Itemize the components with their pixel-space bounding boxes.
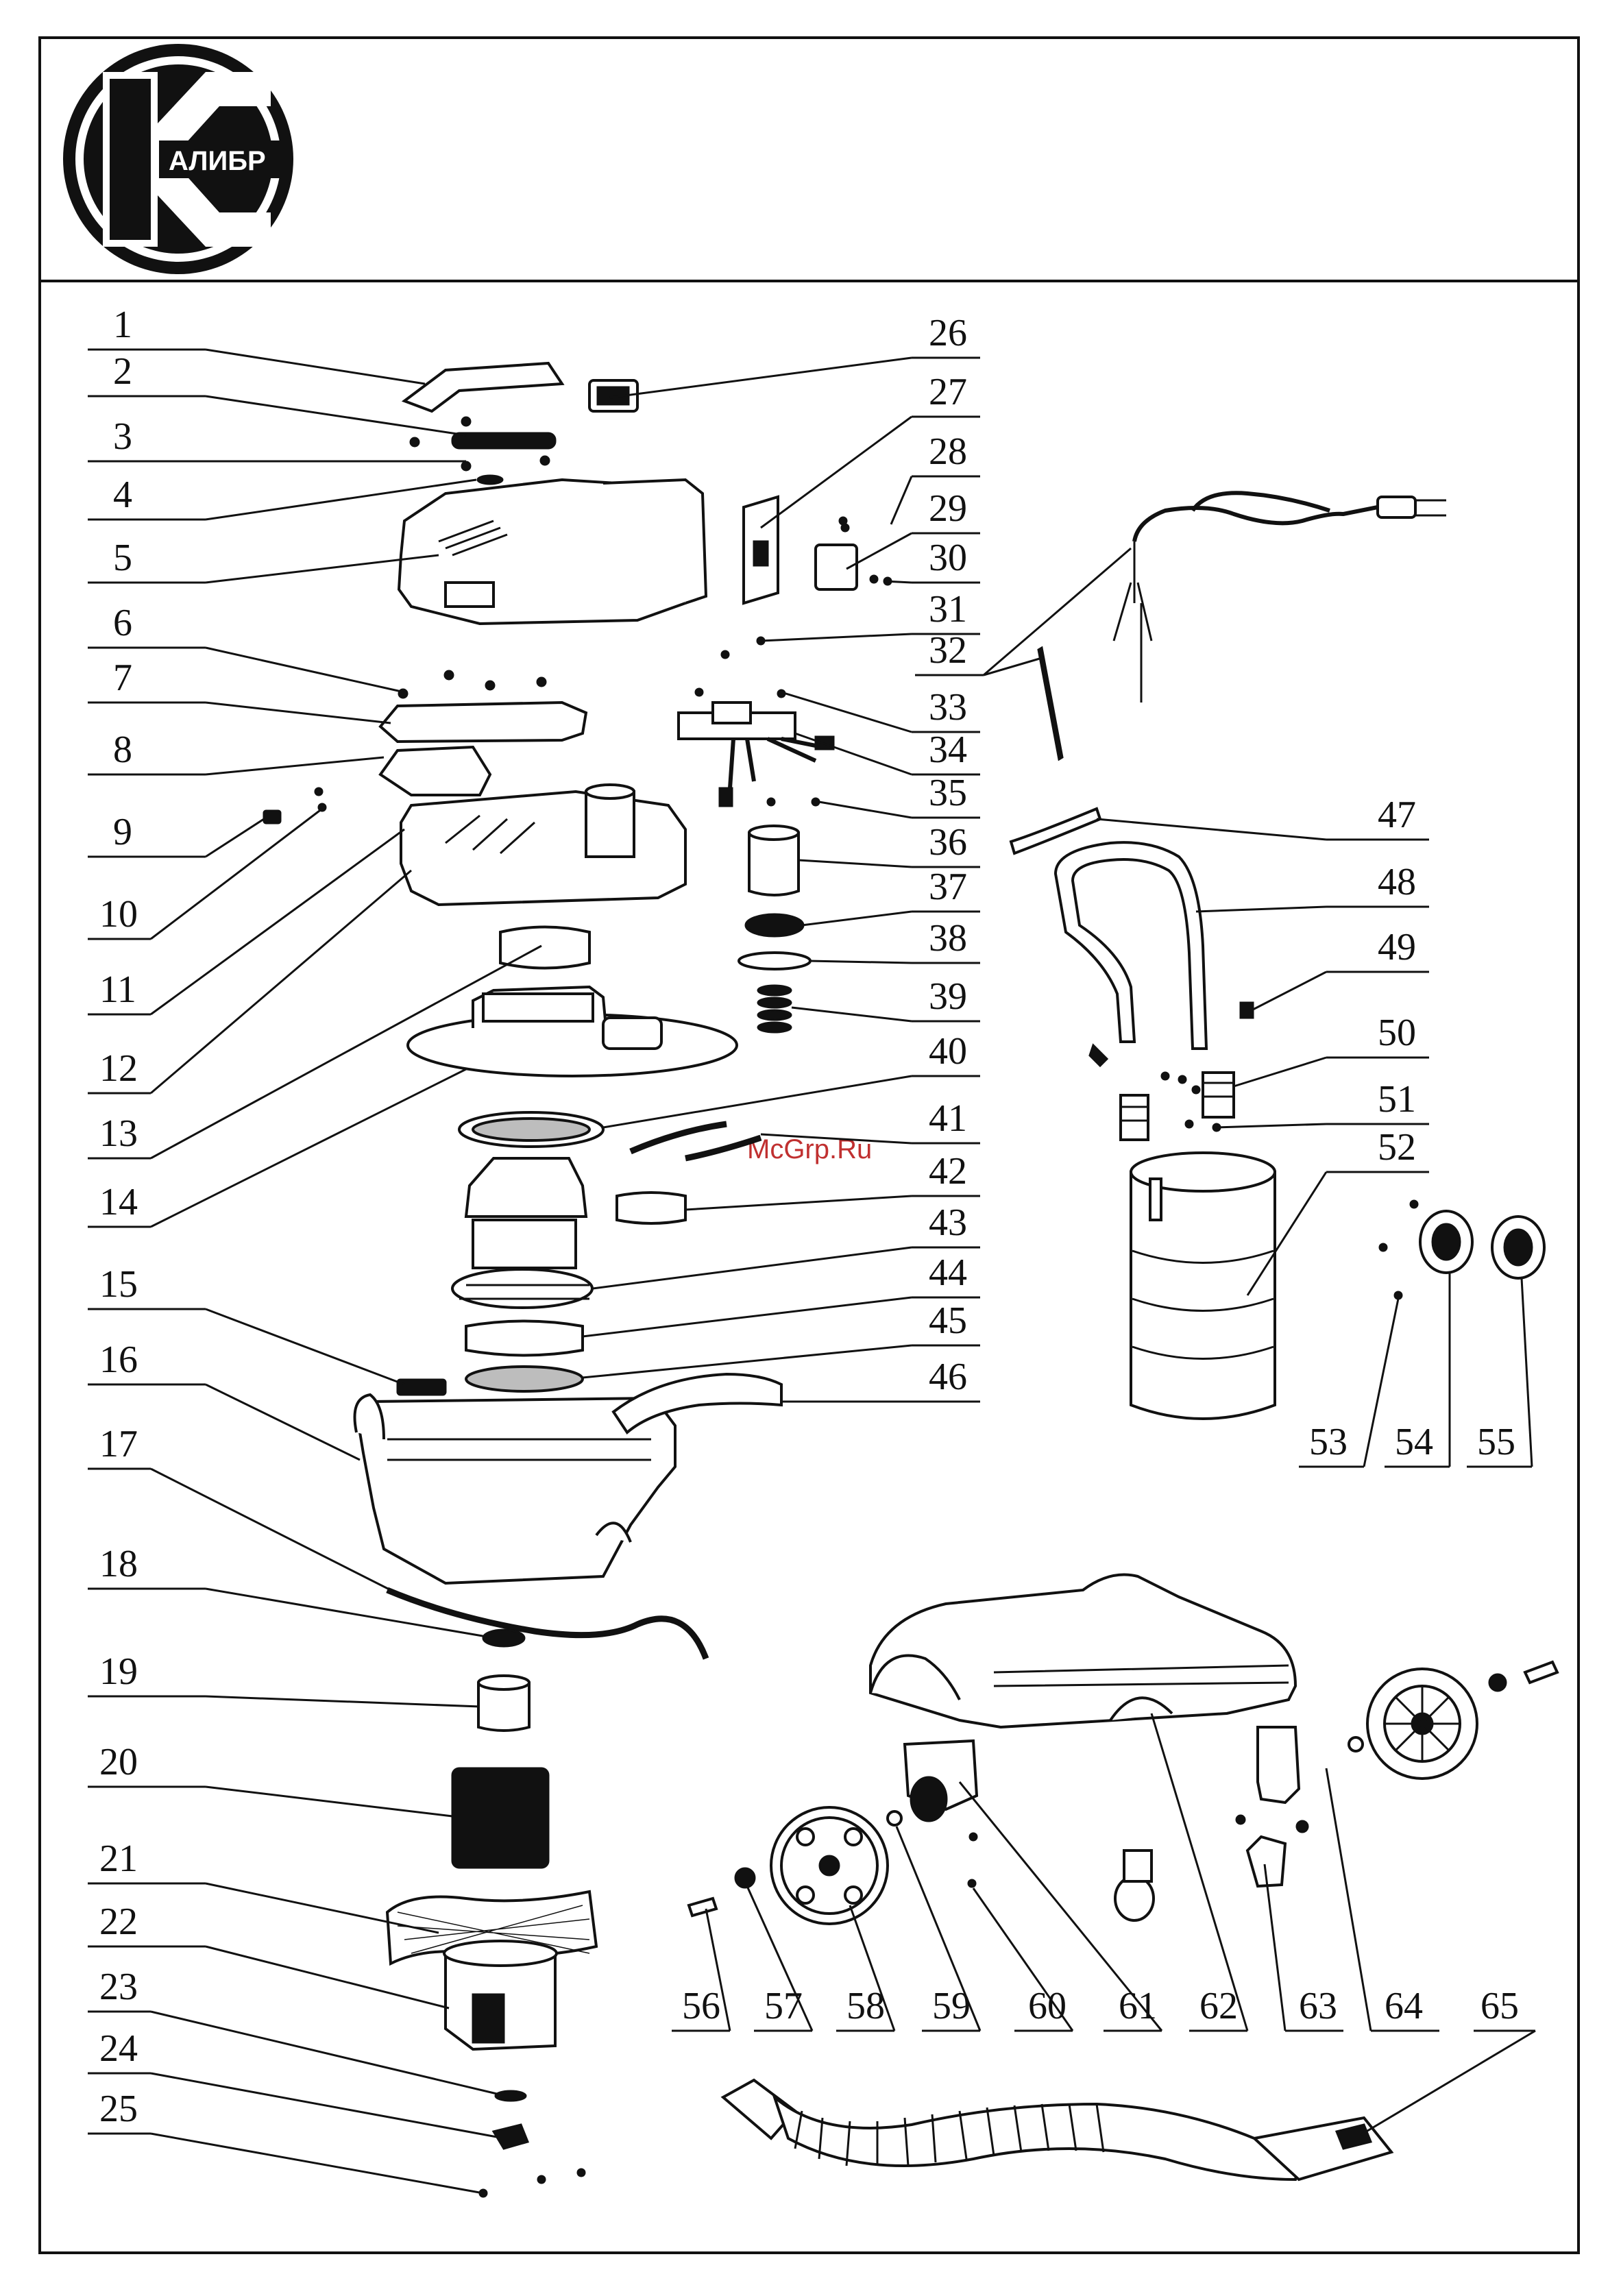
callout-41: 41 <box>929 1097 967 1140</box>
callout-26: 26 <box>929 312 967 354</box>
callout-1: 1 <box>113 304 132 346</box>
callout-65: 65 <box>1480 1985 1519 2027</box>
callout-60: 60 <box>1028 1985 1067 2027</box>
callout-54: 54 <box>1395 1421 1433 1463</box>
callout-58: 58 <box>846 1985 885 2027</box>
callout-32: 32 <box>929 629 967 672</box>
callout-14: 14 <box>99 1181 138 1223</box>
callout-55: 55 <box>1477 1421 1515 1463</box>
callout-10: 10 <box>99 893 138 936</box>
callout-13: 13 <box>99 1112 138 1155</box>
callout-48: 48 <box>1378 861 1416 903</box>
callout-38: 38 <box>929 917 967 960</box>
callout-33: 33 <box>929 686 967 729</box>
parts-bottom-right <box>689 1575 1557 2180</box>
callout-46: 46 <box>929 1356 967 1398</box>
callout-62: 62 <box>1199 1985 1238 2027</box>
callout-35: 35 <box>929 772 967 814</box>
callout-24: 24 <box>99 2027 138 2070</box>
callout-47: 47 <box>1378 794 1416 836</box>
callout-49: 49 <box>1378 926 1416 968</box>
callout-15: 15 <box>99 1263 138 1306</box>
callout-2: 2 <box>113 350 132 393</box>
callout-56: 56 <box>682 1985 720 2027</box>
callout-21: 21 <box>99 1837 138 1880</box>
callout-57: 57 <box>764 1985 803 2027</box>
callout-18: 18 <box>99 1543 138 1585</box>
callout-22: 22 <box>99 1901 138 1943</box>
callout-27: 27 <box>929 371 967 413</box>
callout-20: 20 <box>99 1741 138 1783</box>
callout-63: 63 <box>1299 1985 1337 2027</box>
callout-31: 31 <box>929 588 967 631</box>
callout-25: 25 <box>99 2088 138 2130</box>
callout-53: 53 <box>1309 1421 1348 1463</box>
callout-30: 30 <box>929 537 967 579</box>
callout-39: 39 <box>929 975 967 1018</box>
callout-44: 44 <box>929 1251 967 1294</box>
callout-19: 19 <box>99 1650 138 1693</box>
logo-text: АЛИБР <box>169 146 266 176</box>
callout-45: 45 <box>929 1299 967 1342</box>
callout-7: 7 <box>113 657 132 699</box>
callout-43: 43 <box>929 1201 967 1244</box>
callout-17: 17 <box>99 1423 138 1465</box>
callout-8: 8 <box>113 729 132 771</box>
callout-52: 52 <box>1378 1126 1416 1169</box>
callout-4: 4 <box>113 474 132 516</box>
callout-29: 29 <box>929 487 967 530</box>
callout-16: 16 <box>99 1339 138 1381</box>
callout-28: 28 <box>929 430 967 473</box>
callout-64: 64 <box>1385 1985 1423 2027</box>
callout-12: 12 <box>99 1047 138 1090</box>
callout-50: 50 <box>1378 1012 1416 1054</box>
callout-59: 59 <box>932 1985 971 2027</box>
parts-right-column <box>1011 493 1544 1419</box>
kalibr-logo: АЛИБР <box>63 44 293 274</box>
callout-34: 34 <box>929 729 967 771</box>
callout-37: 37 <box>929 866 967 908</box>
callout-36: 36 <box>929 821 967 864</box>
callout-11: 11 <box>99 968 136 1011</box>
callout-61: 61 <box>1119 1985 1157 2027</box>
callout-6: 6 <box>113 602 132 644</box>
callout-23: 23 <box>99 1966 138 2008</box>
callout-3: 3 <box>113 415 132 458</box>
callout-9: 9 <box>113 811 132 853</box>
callout-51: 51 <box>1378 1078 1416 1121</box>
callout-40: 40 <box>929 1030 967 1073</box>
callout-42: 42 <box>929 1150 967 1193</box>
callout-5: 5 <box>113 537 132 579</box>
